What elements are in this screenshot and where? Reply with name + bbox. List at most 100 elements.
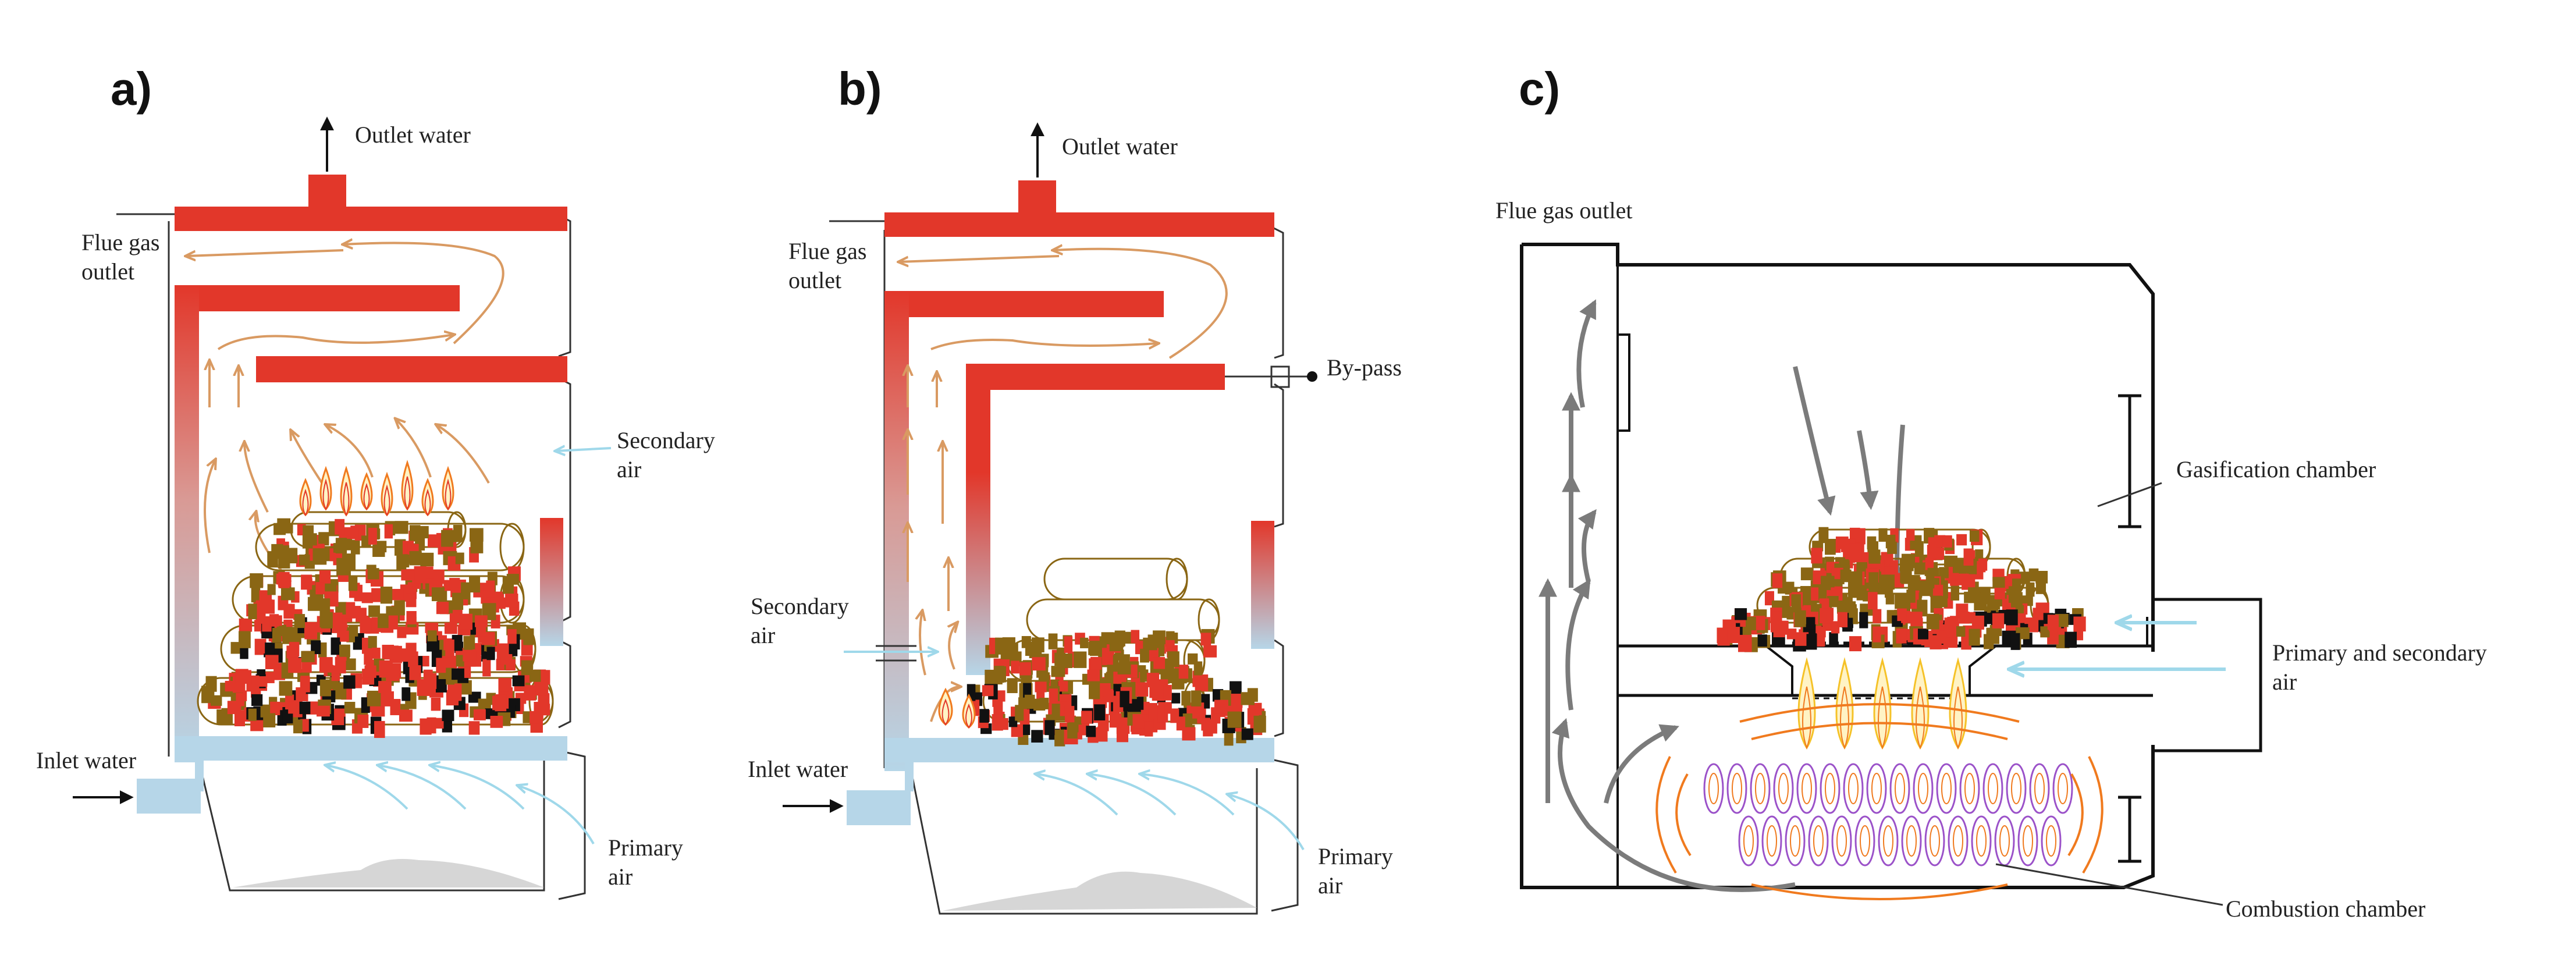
flame-core bbox=[965, 703, 972, 729]
fuel-chunk bbox=[1910, 612, 1923, 627]
fuel-chunk bbox=[1094, 704, 1106, 720]
panel-b-inlet-water-label: Inlet water bbox=[748, 756, 848, 782]
fuel-chunk bbox=[2035, 570, 2048, 584]
panel-c-flames bbox=[1655, 657, 2104, 900]
panel-c-combustion-chamber-label: Combustion chamber bbox=[2226, 896, 2425, 922]
fuel-chunk bbox=[401, 687, 411, 701]
fuel-chunk bbox=[1806, 634, 1817, 650]
fuel-chunk bbox=[1058, 681, 1068, 692]
fuel-chunk bbox=[441, 530, 453, 547]
fuel-chunk bbox=[1962, 574, 1975, 588]
fuel-chunk bbox=[447, 683, 459, 701]
fuel-chunk bbox=[1992, 613, 2005, 629]
fuel-chunk bbox=[1193, 661, 1203, 676]
fuel-chunk bbox=[289, 642, 300, 657]
panel-b-flue-gas-label-1: Flue gas bbox=[788, 238, 866, 264]
flame-purple bbox=[1726, 763, 1747, 814]
fuel-chunk bbox=[1794, 610, 1806, 627]
fuel-chunk bbox=[344, 702, 356, 714]
fuel-chunk bbox=[1153, 657, 1166, 669]
fuel-chunk bbox=[452, 668, 464, 680]
fuel-chunk bbox=[1914, 541, 1924, 557]
flame-purple bbox=[1866, 763, 1887, 814]
fuel-chunk bbox=[1811, 548, 1822, 564]
fuel-chunk bbox=[1873, 626, 1881, 642]
flame-purple-core bbox=[1918, 773, 1928, 804]
fuel-chunk bbox=[1895, 594, 1909, 609]
fuel-chunk bbox=[1203, 719, 1213, 737]
fuel-chunk bbox=[1132, 713, 1142, 729]
fuel-chunk bbox=[1048, 633, 1058, 649]
fuel-chunk bbox=[1025, 641, 1035, 656]
fuel-chunk bbox=[463, 649, 477, 662]
fuel-chunk bbox=[506, 659, 516, 671]
fuel-chunk bbox=[251, 694, 263, 706]
fuel-chunk bbox=[463, 635, 475, 654]
fuel-chunk bbox=[1735, 608, 1747, 620]
fuel-chunk bbox=[283, 603, 292, 619]
fuel-chunk bbox=[2019, 571, 2030, 584]
fuel-chunk bbox=[331, 711, 344, 726]
fuel-chunk bbox=[1969, 530, 1980, 542]
flame-purple-core bbox=[2058, 773, 2068, 804]
fuel-chunk bbox=[361, 592, 373, 603]
flame-purple-core bbox=[2046, 825, 2056, 857]
flame-purple bbox=[1843, 763, 1864, 814]
fuel-chunk bbox=[1849, 636, 1862, 652]
fuel-chunk bbox=[452, 592, 464, 610]
fuel-chunk bbox=[1859, 612, 1868, 629]
fuel-chunk bbox=[1850, 571, 1863, 585]
fuel-chunk bbox=[1169, 668, 1179, 683]
fuel-chunk bbox=[303, 525, 314, 539]
fuel-chunk bbox=[1051, 704, 1060, 719]
fuel-chunk bbox=[1878, 528, 1888, 542]
panel-b: b) bbox=[748, 63, 1402, 915]
fuel-chunk bbox=[1950, 573, 1959, 586]
fuel-chunk bbox=[459, 680, 472, 695]
fuel-chunk bbox=[1932, 584, 1943, 596]
flame-purple bbox=[1913, 763, 1934, 814]
fuel-chunk bbox=[1074, 651, 1087, 668]
fuel-chunk bbox=[1896, 629, 1907, 644]
flame-purple bbox=[2006, 763, 2027, 814]
fuel-chunk bbox=[1821, 576, 1835, 588]
fuel-chunk bbox=[1109, 713, 1122, 728]
panel-b-primary-air-label-2: air bbox=[1318, 872, 1342, 899]
fuel-chunk bbox=[1007, 678, 1018, 694]
fuel-chunk bbox=[1148, 703, 1158, 720]
fuel-chunk bbox=[1914, 562, 1925, 575]
fuel-chunk bbox=[1919, 580, 1933, 596]
fuel-chunk bbox=[1181, 691, 1191, 706]
fuel-chunk bbox=[397, 626, 407, 638]
fuel-chunk bbox=[319, 657, 333, 673]
fuel-chunk bbox=[1135, 682, 1149, 697]
fuel-chunk bbox=[1925, 558, 1934, 570]
panel-b-outlet-water-label: Outlet water bbox=[1062, 133, 1178, 159]
fuel-chunk bbox=[1090, 656, 1102, 670]
fuel-chunk bbox=[348, 576, 358, 591]
flame-purple-core bbox=[1836, 825, 1847, 857]
fuel-chunk bbox=[505, 594, 518, 608]
flame-purple-core bbox=[1708, 773, 1719, 804]
flame-purple bbox=[1796, 763, 1817, 814]
fuel-chunk bbox=[270, 701, 280, 715]
flame-purple bbox=[1854, 815, 1875, 867]
fuel-chunk bbox=[234, 710, 245, 726]
fuel-chunk bbox=[1887, 541, 1897, 554]
fuel-chunk bbox=[1906, 529, 1915, 541]
fuel-chunk bbox=[340, 630, 349, 642]
fuel-chunk bbox=[1064, 636, 1073, 654]
fuel-chunk bbox=[1247, 688, 1258, 702]
fuel-chunk bbox=[490, 716, 503, 728]
fuel-chunk bbox=[486, 647, 495, 661]
fuel-chunk bbox=[1753, 616, 1765, 630]
flame-purple-core bbox=[1976, 825, 1987, 857]
flame-purple-core bbox=[1732, 773, 1742, 804]
fuel-chunk bbox=[1230, 681, 1242, 695]
flame-purple-core bbox=[1743, 825, 1754, 857]
flame-purple-core bbox=[1790, 825, 1800, 857]
panel-c-fuel-bed bbox=[1717, 527, 2086, 652]
flame-core bbox=[322, 478, 329, 511]
fuel-chunk bbox=[1120, 691, 1129, 708]
fuel-chunk bbox=[469, 576, 481, 593]
